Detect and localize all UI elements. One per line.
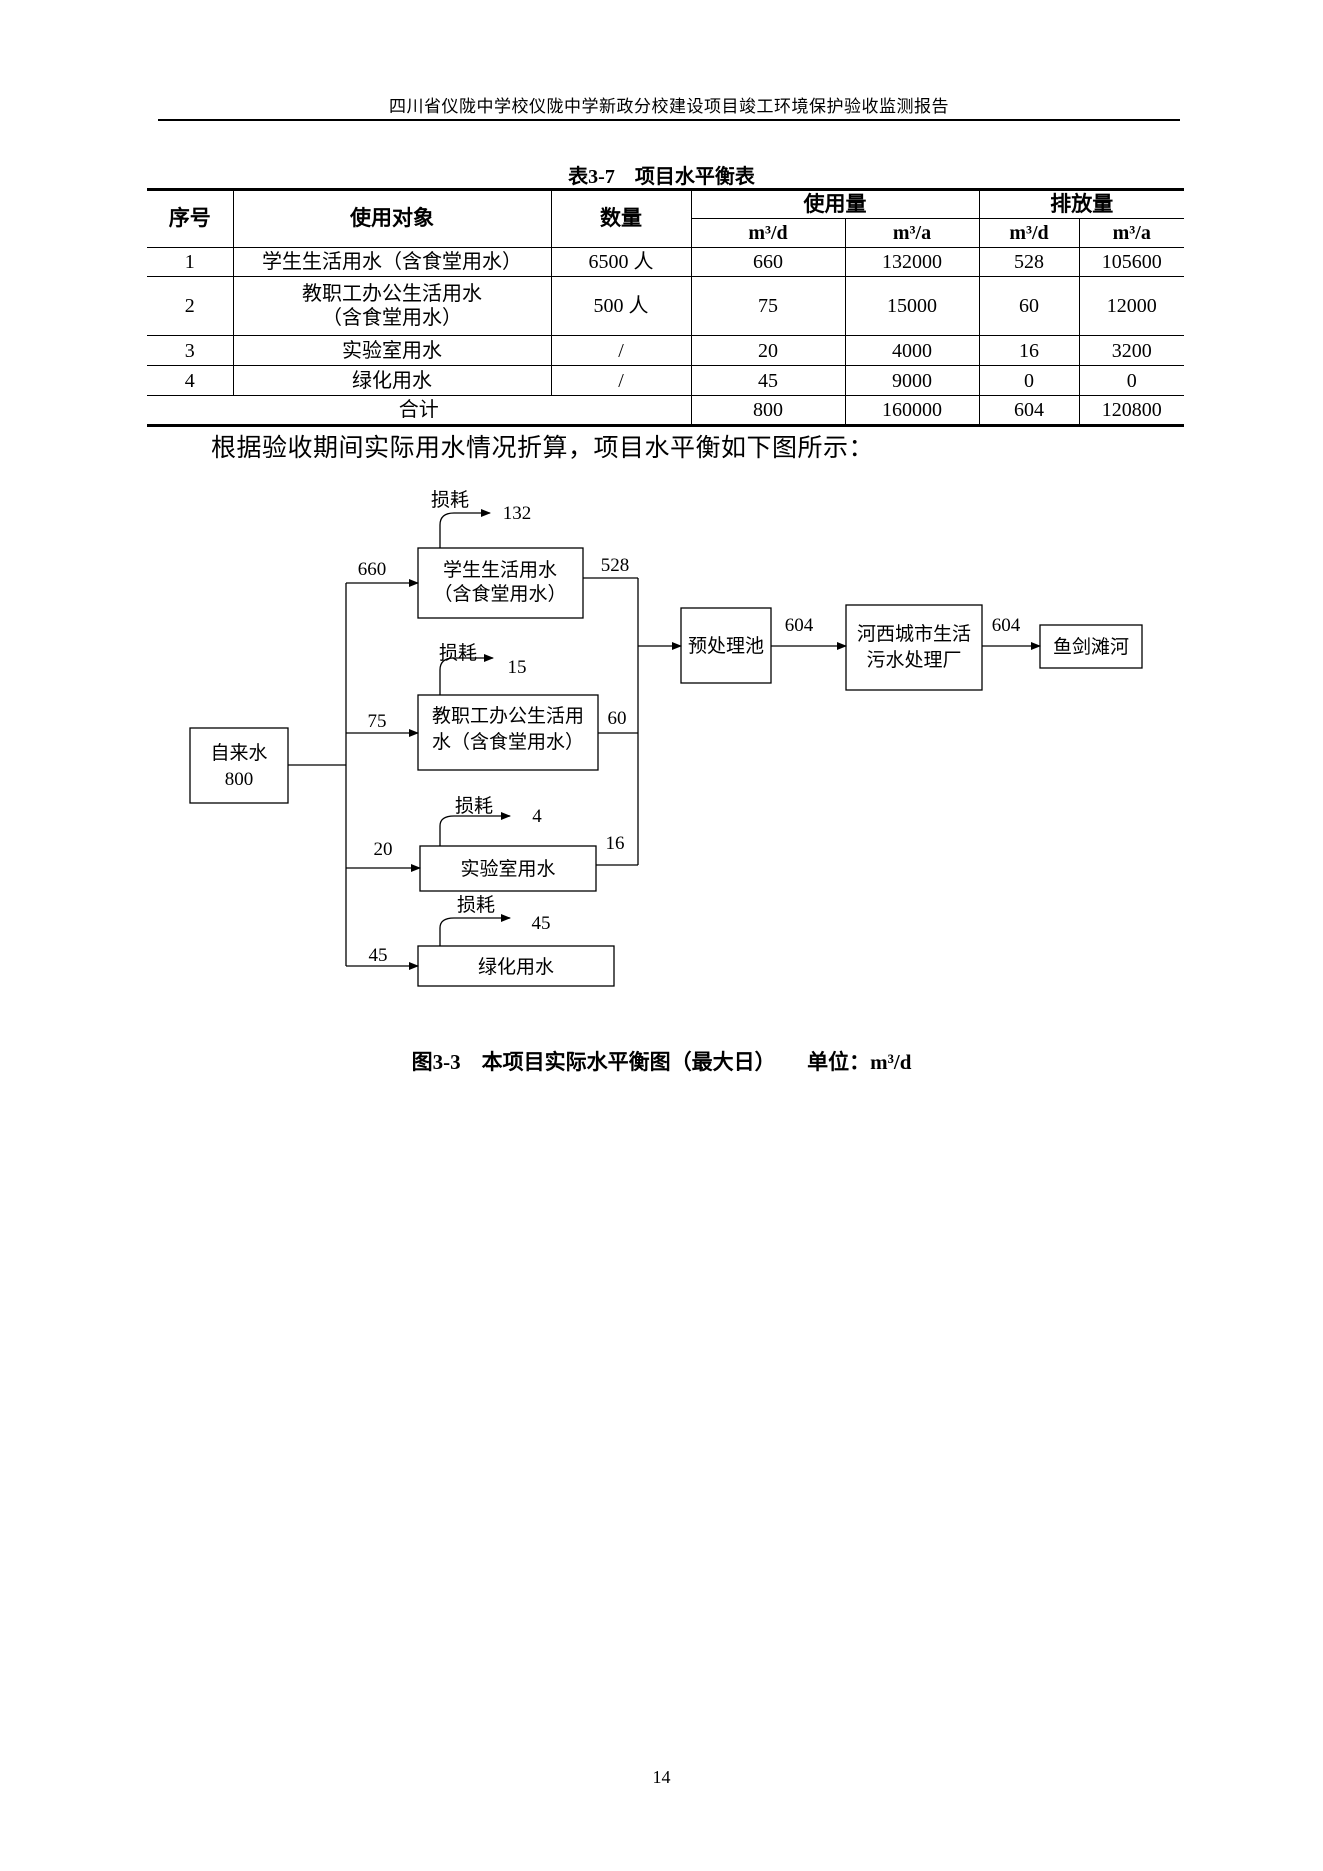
- loss-value-staff: 15: [508, 657, 527, 678]
- figure-caption: 图3-3 本项目实际水平衡图（最大日） 单位：m³/d: [411, 1050, 912, 1074]
- row-quantity: /: [550, 365, 692, 396]
- river-label: 鱼剑滩河: [1053, 636, 1129, 658]
- flow-in-students: 660: [358, 559, 387, 580]
- header-dis-unit-a: m³/a: [1078, 218, 1184, 248]
- header-rule: [158, 119, 1180, 121]
- row-use-a: 4000: [844, 335, 980, 366]
- source-label-line1: 自来水: [210, 742, 267, 764]
- loss-arrow-staff: [439, 654, 494, 695]
- row-use-d: 20: [690, 335, 846, 366]
- water-balance-table: 序号 使用对象 数量 使用量 排放量 m³/d m³/a m³/d m³/a 1…: [147, 188, 1184, 427]
- row-dis-d: 0: [978, 365, 1080, 396]
- row-dis-a: 3200: [1078, 335, 1184, 366]
- row-dis-d: 16: [978, 335, 1080, 366]
- header-use-unit-d: m³/d: [691, 218, 846, 248]
- row-index: 3: [147, 335, 234, 366]
- pretreat-label: 预处理池: [688, 635, 764, 657]
- students-box: [417, 547, 584, 619]
- flow-out-staff: 60: [608, 708, 627, 729]
- header-discharge: 排放量: [978, 188, 1184, 219]
- loss-arrow-students: [439, 509, 491, 548]
- header-dis-unit-d: m³/d: [978, 218, 1080, 248]
- header-use-unit-a: m³/a: [844, 218, 980, 248]
- total-label: 合计: [147, 395, 692, 427]
- page-number: 14: [652, 1767, 671, 1787]
- row-index: 2: [147, 276, 234, 336]
- source-box: [189, 727, 289, 804]
- loss-value-students: 132: [503, 503, 532, 524]
- row-use-a: 15000: [844, 276, 980, 336]
- loss-value-lab: 4: [532, 806, 542, 827]
- staff-label-line2: 水（含食堂用水）: [432, 731, 584, 753]
- staff-label-line1: 教职工办公生活用: [432, 705, 584, 727]
- plant-label-line2: 污水处理厂: [866, 649, 961, 671]
- body-paragraph: 根据验收期间实际用水情况折算，项目水平衡如下图所示：: [211, 435, 875, 462]
- loss-arrow-green: [439, 914, 511, 946]
- table-row: 4 绿化用水 / 45 9000 0 0: [147, 365, 1184, 396]
- plant-box: [845, 604, 983, 691]
- source-label-line2: 800: [225, 769, 254, 790]
- row-quantity: 6500 人: [550, 247, 692, 277]
- row-object-line2: （含食堂用水）: [322, 307, 462, 329]
- table-total-row: 合计 800 160000 604 120800: [147, 395, 1184, 427]
- row-object: 绿化用水: [232, 365, 552, 396]
- row-use-d: 75: [690, 276, 846, 336]
- flow-to-river: 604: [992, 615, 1021, 636]
- students-label-line2: （含食堂用水）: [433, 583, 566, 605]
- flow-in-staff: 75: [368, 711, 387, 732]
- table-row: 1 学生生活用水（含食堂用水） 6500 人 660 132000 528 10…: [147, 247, 1184, 277]
- loss-label-staff: 损耗: [439, 642, 477, 664]
- flow-in-lab: 20: [374, 839, 393, 860]
- loss-label-green: 损耗: [457, 894, 495, 916]
- total-use-d: 800: [690, 395, 846, 427]
- total-dis-d: 604: [978, 395, 1080, 427]
- water-balance-diagram: 自来水 800 学生生活用水 （含食堂用水） 教职工办公生活用 水（含食堂用水）…: [189, 489, 1143, 987]
- flow-out-students: 528: [601, 555, 630, 576]
- table-caption: 表3-7 项目水平衡表: [568, 166, 755, 188]
- header-quantity: 数量: [550, 188, 692, 248]
- total-use-a: 160000: [844, 395, 980, 427]
- students-label-line1: 学生生活用水: [443, 559, 557, 581]
- row-object-line1: 教职工办公生活用水: [302, 283, 482, 305]
- green-label: 绿化用水: [478, 956, 554, 978]
- row-use-d: 660: [690, 247, 846, 277]
- loss-arrow-lab: [439, 812, 511, 846]
- lab-label: 实验室用水: [460, 858, 555, 880]
- flow-to-plant: 604: [785, 615, 814, 636]
- table-unit-row: m³/d m³/a m³/d m³/a: [147, 218, 1184, 248]
- flow-in-green: 45: [369, 945, 388, 966]
- loss-label-students: 损耗: [431, 489, 469, 511]
- loss-value-green: 45: [532, 913, 551, 934]
- page-header: 四川省仪陇中学校仪陇中学新政分校建设项目竣工环境保护验收监测报告: [389, 97, 949, 116]
- table-header-row: 序号 使用对象 数量 使用量 排放量: [147, 188, 1184, 248]
- row-dis-a: 12000: [1078, 276, 1184, 336]
- table-row: 2 教职工办公生活用水 （含食堂用水） 500 人 75 15000 60 12…: [147, 276, 1184, 336]
- flow-out-lab: 16: [606, 833, 625, 854]
- row-object: 实验室用水: [232, 335, 552, 366]
- row-index: 1: [147, 247, 234, 277]
- total-dis-a: 120800: [1078, 395, 1184, 427]
- row-use-a: 132000: [844, 247, 980, 277]
- plant-label-line1: 河西城市生活: [857, 623, 971, 645]
- loss-label-lab: 损耗: [455, 795, 493, 817]
- table-row: 3 实验室用水 / 20 4000 16 3200: [147, 335, 1184, 366]
